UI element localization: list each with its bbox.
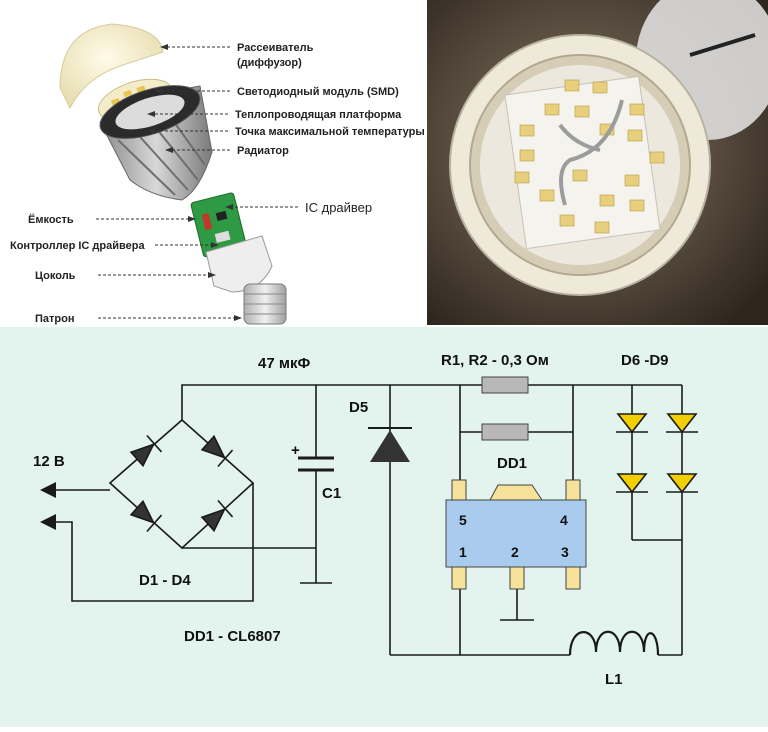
- label-diffuser: Рассеиватель: [237, 42, 314, 54]
- label-bridge: D1 - D4: [139, 572, 191, 589]
- chip-dd1: [445, 479, 587, 590]
- label-radiator: Радиатор: [237, 145, 289, 157]
- label-arrows: [96, 44, 298, 321]
- photo-led-board: [427, 0, 768, 325]
- pin-4: 4: [560, 512, 568, 528]
- photo-led-chips: [514, 79, 665, 234]
- label-socket: Цоколь: [35, 270, 76, 282]
- label-capacitor: Ёмкость: [28, 213, 74, 226]
- led-diodes: [616, 413, 698, 494]
- label-c1: C1: [322, 485, 341, 502]
- label-thermal-platform: Теплопроводящая платформа: [235, 109, 402, 121]
- diode-d5: [368, 427, 412, 462]
- input-arrow-bottom: [40, 514, 56, 530]
- label-led-module: Светодиодный модуль (SMD): [237, 86, 399, 98]
- pin-1: 1: [459, 544, 467, 560]
- bridge-diodes: [129, 434, 234, 533]
- lamp-base: [243, 283, 287, 325]
- label-ic-controller: Контроллер IC драйвера: [10, 240, 145, 252]
- pin-3: 3: [561, 544, 569, 560]
- resistor-r1: [481, 376, 529, 394]
- wires: [50, 384, 683, 656]
- input-arrow-top: [40, 482, 56, 498]
- label-input-voltage: 12 В: [33, 453, 65, 470]
- inductor-l1: [568, 630, 660, 656]
- pin-2: 2: [511, 544, 519, 560]
- resistor-r2: [481, 423, 529, 441]
- schematic: 47 мкФ R1, R2 - 0,3 Ом D6 -D9 D5 12 В + …: [0, 327, 768, 727]
- diffuser-dome: [59, 23, 164, 110]
- label-dd1: DD1: [497, 455, 527, 472]
- label-base: Патрон: [35, 313, 75, 325]
- label-d5: D5: [349, 399, 368, 416]
- label-diffuser-sub: (диффузор): [237, 57, 302, 69]
- label-l1: L1: [605, 671, 623, 688]
- exploded-view: Рассеиватель (диффузор) Светодиодный мод…: [10, 23, 425, 325]
- label-chip-type: DD1 - CL6807: [184, 628, 281, 645]
- label-max-temp-point: Точка максимальной температуры: [235, 126, 425, 138]
- pin-5: 5: [459, 512, 467, 528]
- label-leds: D6 -D9: [621, 352, 669, 369]
- label-ic-driver: IC драйвер: [305, 200, 372, 215]
- label-capacitor-plus: +: [291, 442, 300, 459]
- label-resistors: R1, R2 - 0,3 Ом: [441, 352, 549, 369]
- label-capacitor-value: 47 мкФ: [258, 355, 310, 372]
